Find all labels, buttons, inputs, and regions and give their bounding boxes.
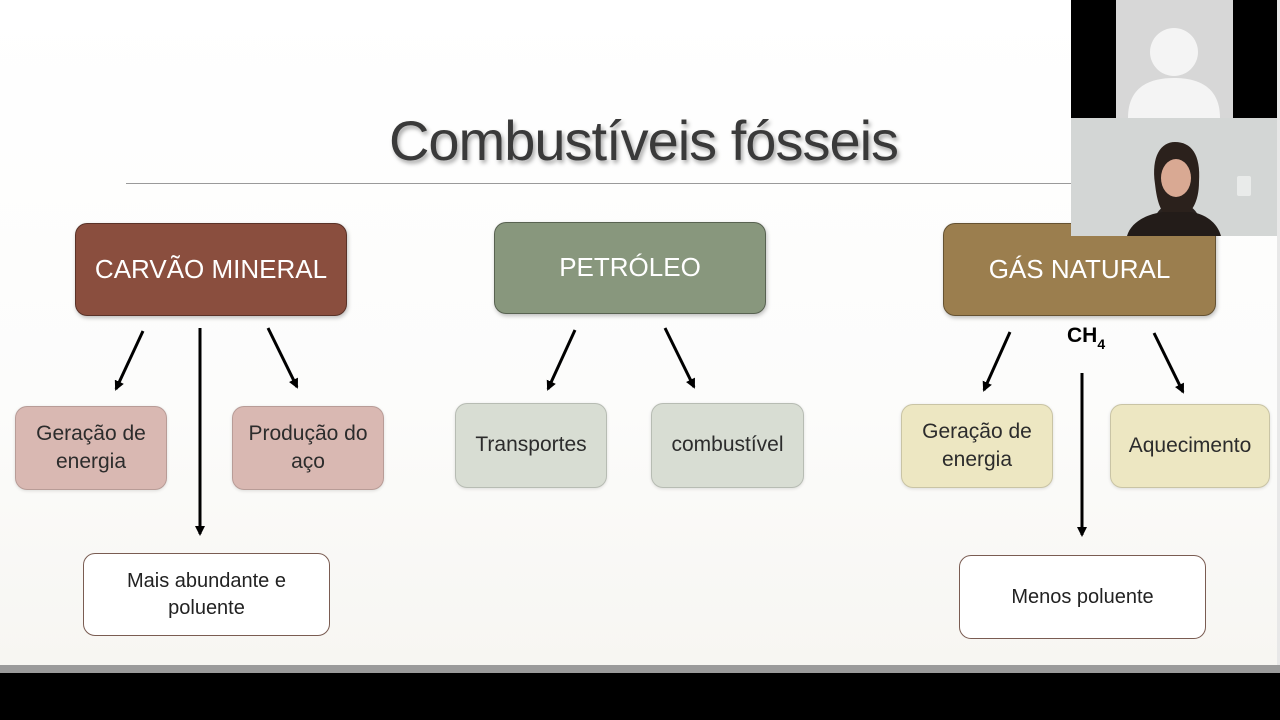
arrow-petroleo-transportes <box>546 329 577 391</box>
gas-note-label: Menos poluente <box>1011 585 1154 608</box>
person-placeholder-icon <box>1128 28 1220 118</box>
presenter-video-frame <box>1071 118 1277 236</box>
gas-use-energia: Geração de energia <box>901 404 1053 488</box>
arrow-carvao-aco <box>266 327 299 389</box>
gas-note-box: Menos poluente <box>959 555 1206 639</box>
formula-main: CH <box>1067 324 1098 347</box>
carvao-mineral-label: CARVÃO MINERAL <box>94 253 328 284</box>
gas-natural-box: GÁS NATURAL <box>943 223 1216 316</box>
presentation-slide: Combustíveis fósseis CARVÃO MINERAL Gera… <box>0 0 1280 665</box>
petroleo-use-combustivel: combustível <box>651 403 804 488</box>
petroleo-use-combustivel-label: combustível <box>671 433 784 457</box>
carvao-note-box: Mais abundante e poluente <box>83 553 330 636</box>
carvao-use-energia: Geração de energia <box>15 406 167 490</box>
slide-edge <box>1277 0 1280 665</box>
arrow-gas-aquecimento <box>1152 332 1185 394</box>
gas-use-energia-label: Geração de energia <box>922 419 1032 471</box>
petroleo-box: PETRÓLEO <box>494 222 766 314</box>
gas-use-aquecimento-label: Aquecimento <box>1128 433 1252 457</box>
avatar <box>1116 0 1233 118</box>
methane-formula: CH4 <box>1067 324 1106 353</box>
carvao-use-aco-label: Produção do aço <box>248 421 368 473</box>
participant-video-presenter[interactable] <box>1071 118 1277 236</box>
screen-share-bottom-bar <box>0 665 1280 673</box>
petroleo-use-transportes-label: Transportes <box>475 433 587 457</box>
slide-title: Combustíveis fósseis <box>388 109 899 172</box>
title-divider <box>126 183 1086 184</box>
formula-subscript: 4 <box>1097 336 1106 353</box>
window-bottom-area <box>0 673 1280 720</box>
arrow-petroleo-combustivel <box>663 327 696 389</box>
carvao-note-label: Mais abundante e poluente <box>126 569 286 619</box>
carvao-mineral-box: CARVÃO MINERAL <box>75 223 347 316</box>
carvao-use-aco: Produção do aço <box>232 406 384 490</box>
connector-arrows <box>114 327 1185 537</box>
gas-use-aquecimento: Aquecimento <box>1110 404 1270 488</box>
arrow-gas-energia <box>982 331 1012 392</box>
petroleo-use-transportes: Transportes <box>455 403 607 488</box>
carvao-use-energia-label: Geração de energia <box>36 421 146 473</box>
petroleo-label: PETRÓLEO <box>559 252 701 283</box>
gas-natural-label: GÁS NATURAL <box>988 253 1171 284</box>
participant-tile-placeholder[interactable] <box>1071 0 1277 118</box>
arrow-carvao-energia <box>114 330 145 391</box>
